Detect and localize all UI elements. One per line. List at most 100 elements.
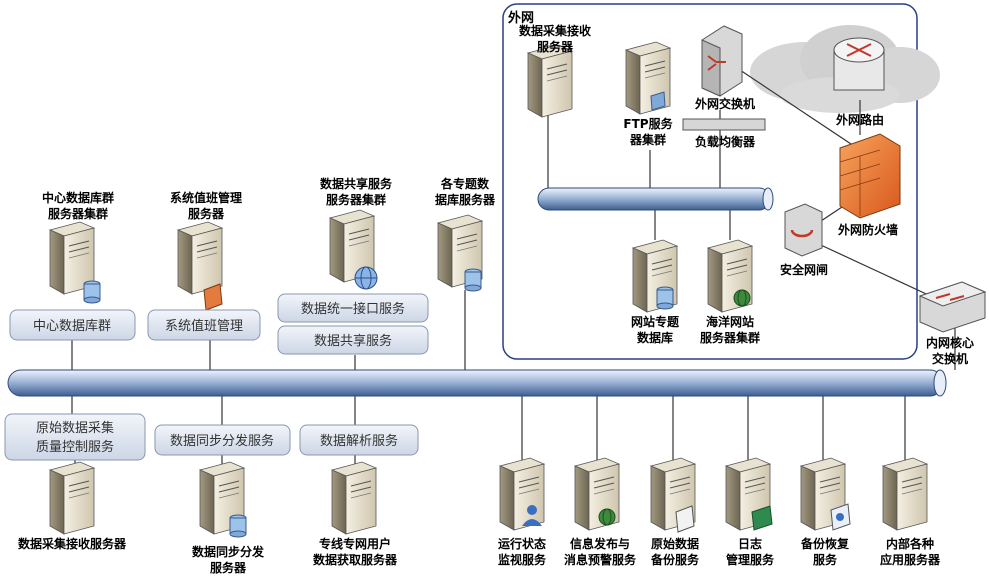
service-box-data-share: 数据共享服务 — [277, 325, 429, 355]
user-icon — [522, 505, 542, 526]
svg-text:数据采集接收: 数据采集接收 — [519, 23, 591, 38]
svg-text:据库服务器: 据库服务器 — [435, 192, 496, 207]
svg-text:备份恢复: 备份恢复 — [800, 536, 850, 551]
server-icon — [49, 461, 95, 535]
label-log: 日志 管理服务 — [726, 536, 775, 567]
label-restore: 备份恢复 服务 — [800, 536, 850, 567]
svg-text:服务器: 服务器 — [210, 560, 247, 575]
server-icon — [499, 457, 545, 531]
svg-text:服务器集群: 服务器集群 — [48, 206, 108, 221]
svg-text:数据共享服务: 数据共享服务 — [314, 333, 392, 349]
svg-text:原始数据: 原始数据 — [651, 536, 699, 551]
svg-text:各专题数: 各专题数 — [440, 176, 490, 191]
svg-text:服务: 服务 — [813, 552, 838, 567]
svg-text:器集群: 器集群 — [629, 132, 666, 147]
security-gateway-icon — [784, 203, 823, 257]
external-bus — [537, 187, 774, 211]
label-share: 数据共享服务 服务器集群 — [320, 176, 393, 207]
label-internal: 内部各种 应用服务器 — [880, 536, 941, 567]
firewall-icon — [839, 133, 901, 219]
document-icon — [675, 505, 695, 533]
label-central-db: 中心数据库群 服务器集群 — [42, 190, 114, 221]
svg-text:内部各种: 内部各种 — [886, 536, 934, 551]
label-collect-recv: 数据采集接收服务器 — [18, 536, 127, 551]
label-router: 外网路由 — [836, 112, 884, 127]
label-topic-db: 各专题数 据库服务器 — [435, 176, 496, 207]
log-icon — [751, 505, 773, 531]
svg-text:服务器: 服务器 — [537, 39, 574, 54]
svg-text:数据统一接口服务: 数据统一接口服务 — [301, 301, 405, 317]
service-box-unified-api: 数据统一接口服务 — [277, 293, 429, 323]
monitor-icon — [650, 91, 666, 111]
svg-text:系统值班管理: 系统值班管理 — [165, 318, 243, 334]
svg-text:监视服务: 监视服务 — [498, 552, 547, 567]
document-icon — [830, 503, 851, 531]
label-ext-switch: 外网交换机 — [695, 96, 755, 111]
svg-text:FTP服务: FTP服务 — [623, 116, 673, 131]
svg-text:中心数据库群: 中心数据库群 — [33, 318, 111, 334]
svg-text:专线专网用户: 专线专网用户 — [319, 536, 391, 551]
svg-text:信息发布与: 信息发布与 — [570, 536, 630, 551]
svg-text:数据共享服务: 数据共享服务 — [320, 176, 393, 191]
globe-icon — [354, 266, 378, 290]
svg-text:中心数据库群: 中心数据库群 — [42, 190, 114, 205]
router-icon — [833, 37, 885, 91]
svg-text:质量控制服务: 质量控制服务 — [36, 439, 114, 455]
globe-icon — [598, 508, 616, 526]
service-box-sync: 数据同步分发服务 — [154, 424, 291, 456]
svg-text:数据解析服务: 数据解析服务 — [320, 433, 398, 449]
svg-text:日志: 日志 — [738, 536, 762, 551]
label-web-db: 网站专题 数据库 — [631, 314, 680, 345]
label-ftp: FTP服务 器集群 — [623, 116, 673, 147]
service-box-duty: 系统值班管理 — [147, 309, 261, 341]
svg-text:数据同步分发: 数据同步分发 — [192, 544, 265, 559]
svg-text:消息预警服务: 消息预警服务 — [564, 552, 637, 567]
label-monitor: 运行状态 监视服务 — [498, 536, 547, 567]
svg-text:运行状态: 运行状态 — [498, 536, 546, 551]
label-ext-collect: 数据采集接收 服务器 — [519, 23, 591, 54]
svg-text:网站专题: 网站专题 — [631, 314, 680, 329]
external-switch-icon — [701, 25, 743, 97]
label-dedicated: 专线专网用户 数据获取服务器 — [313, 536, 398, 567]
label-duty: 系统值班管理 服务器 — [170, 190, 242, 221]
label-ocean-web: 海洋网站 服务器集群 — [700, 314, 760, 345]
svg-text:管理服务: 管理服务 — [726, 552, 775, 567]
svg-text:内网核心: 内网核心 — [926, 335, 974, 350]
svg-text:交换机: 交换机 — [932, 351, 968, 366]
database-icon — [656, 286, 674, 310]
external-zone-border — [502, 3, 918, 360]
core-switch-icon — [918, 281, 987, 333]
svg-text:服务器: 服务器 — [188, 206, 225, 221]
svg-text:系统值班管理: 系统值班管理 — [170, 190, 242, 205]
database-icon — [83, 280, 101, 304]
globe-icon — [733, 289, 751, 307]
svg-text:应用服务器: 应用服务器 — [880, 552, 941, 567]
service-box-central-db: 中心数据库群 — [9, 309, 136, 341]
label-backup-raw: 原始数据 备份服务 — [650, 536, 700, 567]
svg-text:原始数据采集: 原始数据采集 — [36, 420, 114, 436]
svg-text:数据同步分发服务: 数据同步分发服务 — [170, 433, 274, 449]
label-core-switch: 内网核心 交换机 — [926, 335, 974, 366]
svg-text:服务器集群: 服务器集群 — [700, 330, 760, 345]
service-box-parse: 数据解析服务 — [299, 424, 419, 456]
server-icon — [177, 221, 223, 295]
label-sync: 数据同步分发 服务器 — [192, 544, 265, 575]
label-firewall: 外网防火墙 — [838, 222, 898, 237]
svg-text:备份服务: 备份服务 — [650, 552, 700, 567]
svg-text:数据库: 数据库 — [637, 330, 673, 345]
database-icon — [229, 514, 247, 538]
service-box-qc: 原始数据采集 质量控制服务 — [4, 413, 146, 461]
label-gateway: 安全网闸 — [780, 262, 828, 277]
label-load-balancer: 负载均衡器 — [695, 134, 756, 149]
document-icon — [203, 283, 223, 311]
internal-backbone-bus — [7, 369, 947, 397]
server-icon — [882, 457, 928, 531]
label-publish: 信息发布与 消息预警服务 — [564, 536, 637, 567]
svg-text:数据获取服务器: 数据获取服务器 — [313, 552, 398, 567]
zone-label: 外网 — [507, 10, 534, 26]
load-balancer-icon — [682, 118, 766, 131]
svg-text:服务器集群: 服务器集群 — [326, 192, 386, 207]
server-icon — [527, 44, 573, 118]
svg-text:海洋网站: 海洋网站 — [706, 314, 754, 329]
